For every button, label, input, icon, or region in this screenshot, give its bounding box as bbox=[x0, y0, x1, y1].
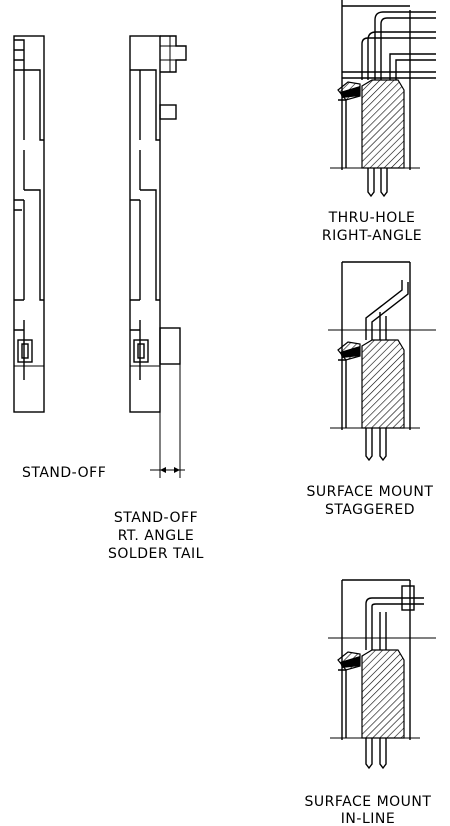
view-smt-staggered bbox=[328, 261, 436, 462]
side-view-left bbox=[13, 35, 45, 413]
label-smt-staggered-line2: STAGGERED bbox=[325, 502, 415, 518]
side-view-right bbox=[129, 35, 187, 478]
label-standoff-dimension: STAND-OFF bbox=[22, 465, 106, 481]
view-smt-inline bbox=[328, 579, 436, 770]
label-standoff-line1: STAND-OFF bbox=[114, 510, 198, 526]
label-thru-hole-line1: THRU-HOLE bbox=[328, 210, 416, 226]
label-standoff-line3: SOLDER TAIL bbox=[108, 546, 204, 562]
label-standoff-line2: RT. ANGLE bbox=[118, 528, 195, 544]
label-smt-inline-line1: SURFACE MOUNT bbox=[305, 794, 432, 810]
label-thru-hole-line2: RIGHT-ANGLE bbox=[322, 228, 422, 244]
view-thru-hole bbox=[330, 0, 436, 198]
label-smt-inline-line2: IN-LINE bbox=[341, 811, 395, 826]
label-smt-staggered-line1: SURFACE MOUNT bbox=[307, 484, 434, 500]
